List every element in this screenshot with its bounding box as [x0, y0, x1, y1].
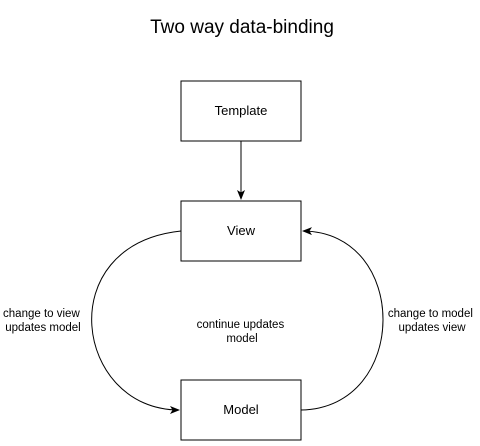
left-edge-label: change to view updates model	[3, 308, 83, 334]
model-box	[180, 379, 302, 441]
right-edge-label: change to model updates view	[388, 308, 476, 334]
template-box	[180, 80, 302, 142]
template-node: Template	[180, 80, 302, 142]
model-to-view-arrow	[300, 227, 384, 411]
diagram-title: Two way data-binding	[150, 17, 334, 38]
right-label-line-1: change to model	[388, 308, 473, 320]
left-label-line-2: updates model	[5, 322, 80, 334]
view-to-model-arrow	[91, 230, 182, 414]
center-label: continue updates model	[197, 319, 288, 345]
view-node: View	[180, 200, 302, 262]
left-label-line-1: change to view	[3, 308, 80, 320]
center-label-line-2: model	[226, 333, 257, 345]
model-label: Model	[223, 402, 259, 417]
view-box	[180, 200, 302, 262]
center-label-line-1: continue updates	[197, 319, 285, 331]
template-label: Template	[215, 103, 268, 118]
view-label: View	[227, 223, 256, 238]
right-label-line-2: updates view	[398, 322, 466, 334]
model-node: Model	[180, 379, 302, 441]
